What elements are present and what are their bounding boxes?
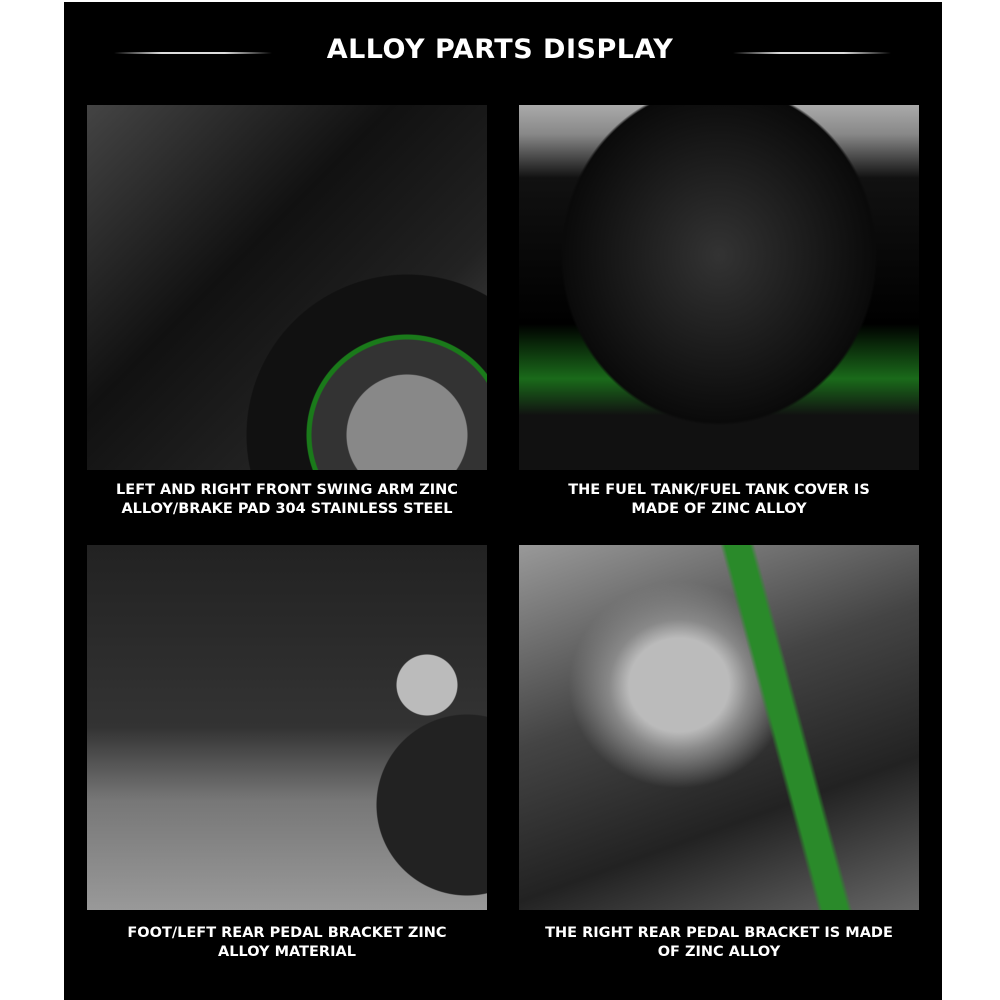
caption-line: THE FUEL TANK/FUEL TANK COVER IS: [568, 482, 870, 498]
page-title: ALLOY PARTS DISPLAY: [326, 34, 674, 65]
caption-left-pedal: FOOT/LEFT REAR PEDAL BRACKET ZINC ALLOY …: [77, 924, 497, 962]
title-divider-right: [733, 52, 891, 54]
caption-line: OF ZINC ALLOY: [657, 944, 781, 960]
caption-fuel-tank: THE FUEL TANK/FUEL TANK COVER IS MADE OF…: [509, 481, 929, 519]
right-pedal-bracket-photo: [519, 545, 919, 910]
caption-line: THE RIGHT REAR PEDAL BRACKET IS MADE: [545, 925, 893, 941]
caption-line: ALLOY MATERIAL: [218, 944, 356, 960]
caption-line: FOOT/LEFT REAR PEDAL BRACKET ZINC: [127, 925, 447, 941]
caption-line: LEFT AND RIGHT FRONT SWING ARM ZINC: [116, 482, 458, 498]
caption-line: ALLOY/BRAKE PAD 304 STAINLESS STEEL: [121, 501, 453, 517]
caption-right-pedal: THE RIGHT REAR PEDAL BRACKET IS MADE OF …: [509, 924, 929, 962]
front-wheel-brake-photo: [87, 105, 487, 470]
title-divider-left: [114, 52, 272, 54]
caption-front-swing-arm: LEFT AND RIGHT FRONT SWING ARM ZINC ALLO…: [77, 481, 497, 519]
left-pedal-bracket-photo: [87, 545, 487, 910]
caption-line: MADE OF ZINC ALLOY: [631, 501, 807, 517]
fuel-tank-photo: [519, 105, 919, 470]
